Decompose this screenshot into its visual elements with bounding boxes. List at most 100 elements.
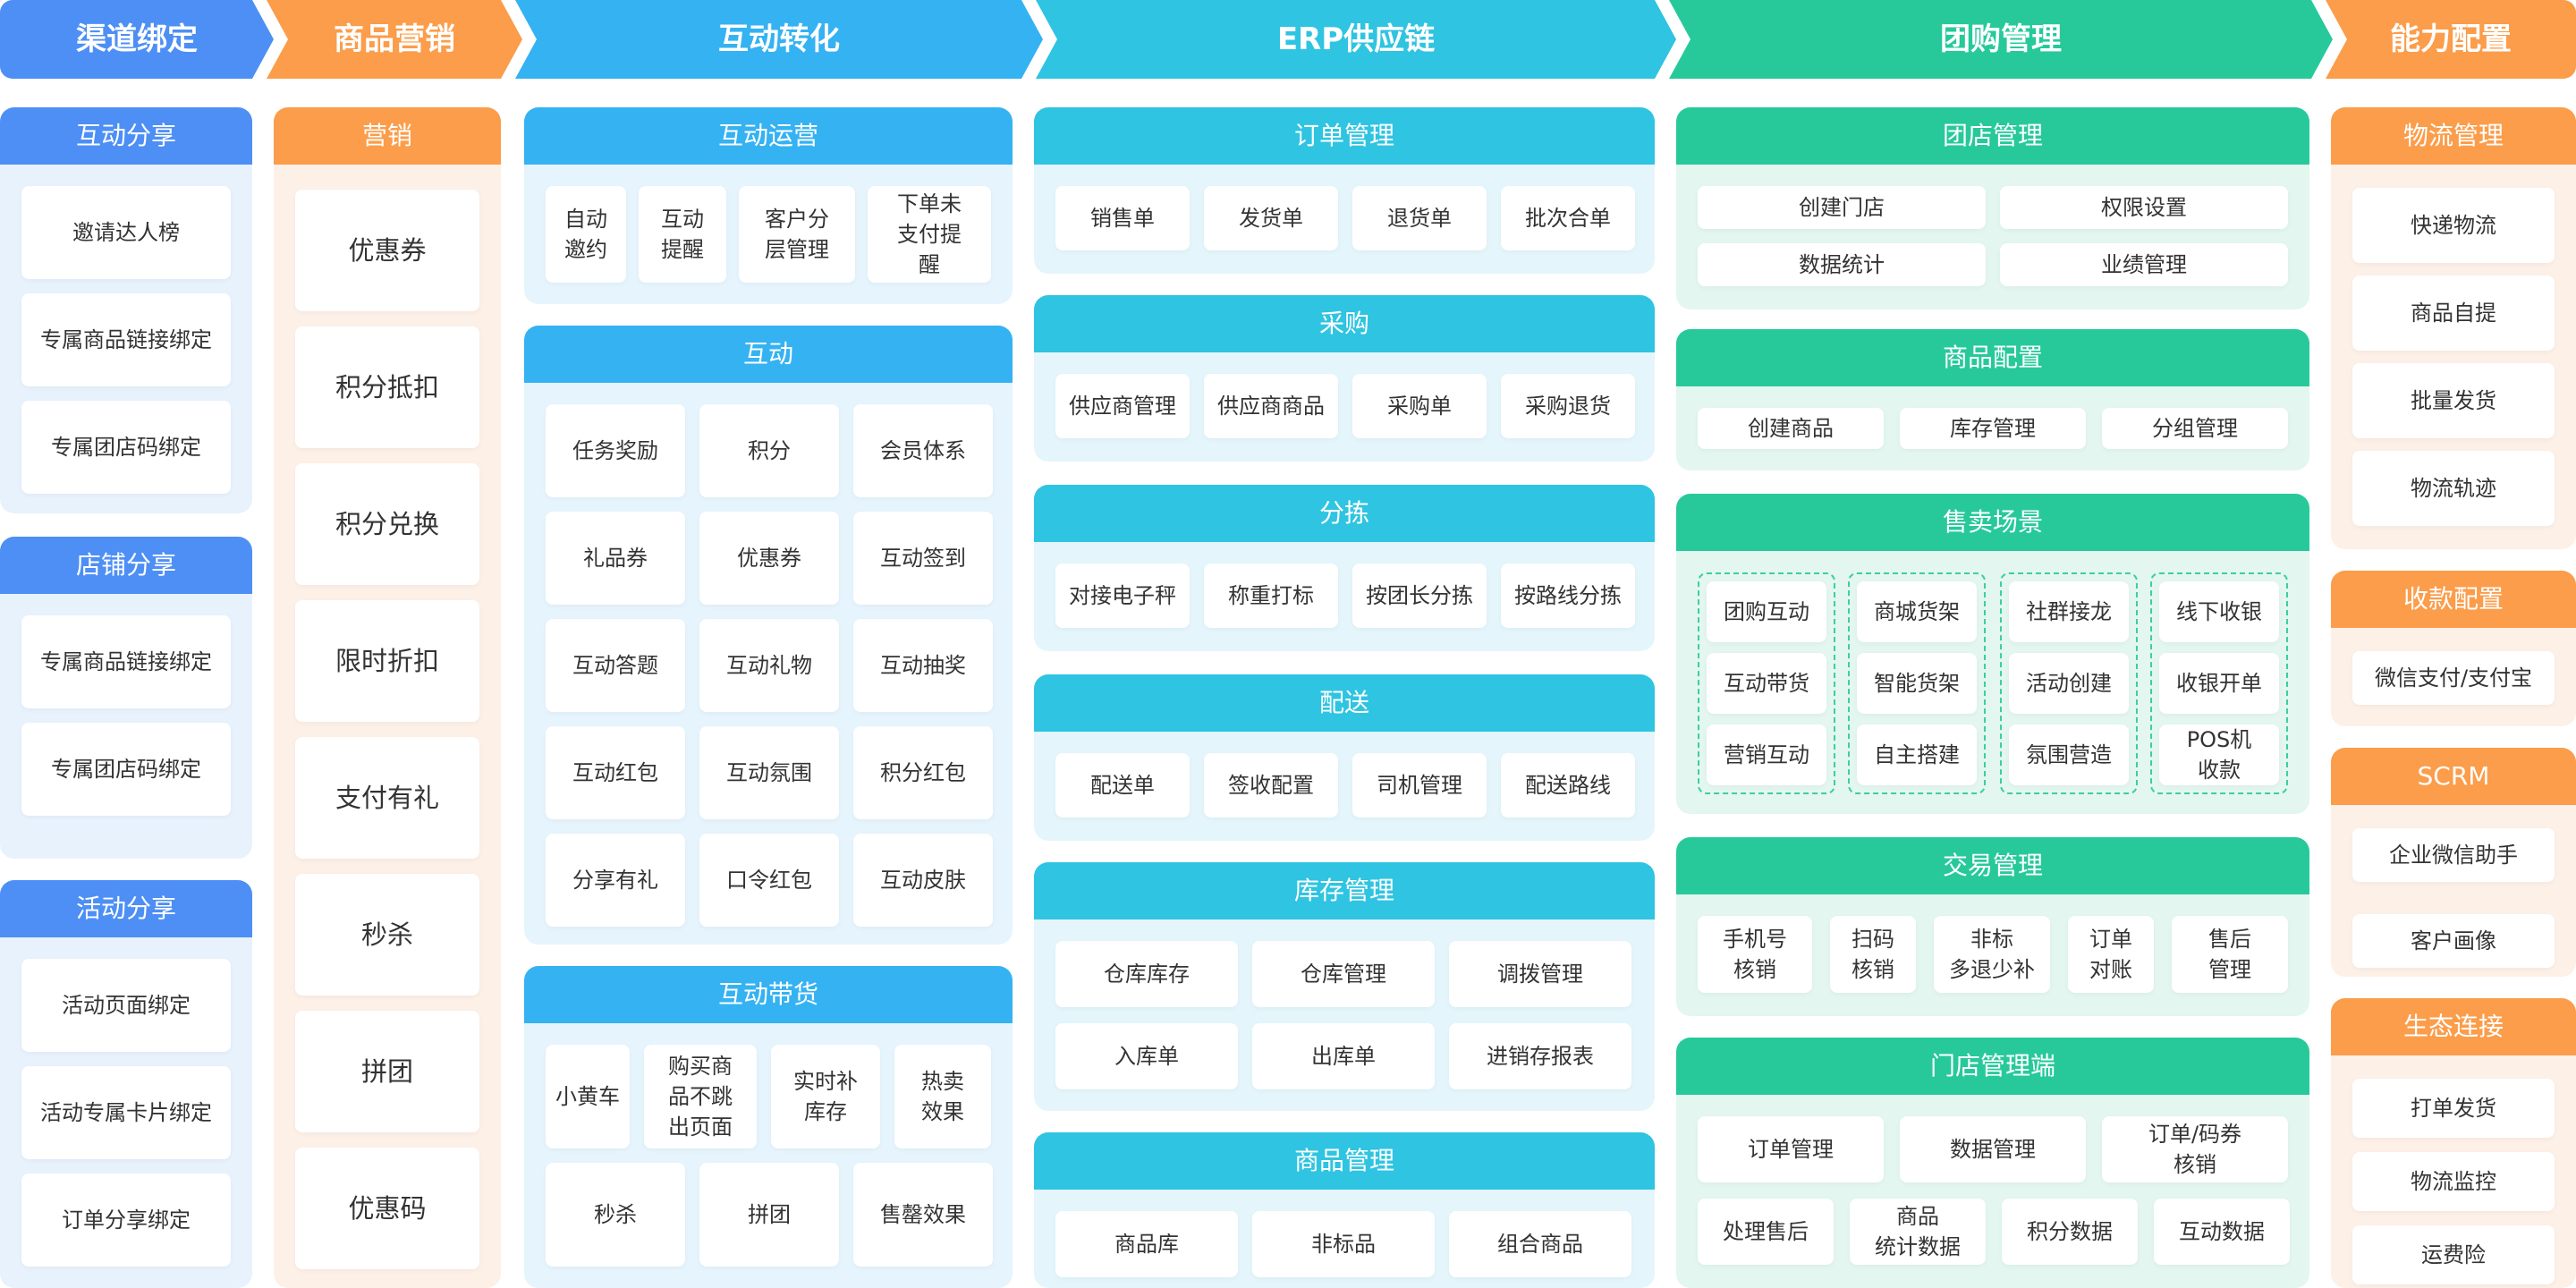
feature-tile[interactable]: 物流轨迹: [2352, 451, 2555, 526]
feature-tile[interactable]: 营销互动: [1707, 724, 1826, 785]
feature-tile[interactable]: 优惠码: [295, 1148, 479, 1269]
feature-tile[interactable]: 线下收银: [2159, 581, 2279, 642]
feature-tile[interactable]: 出库单: [1252, 1023, 1435, 1089]
feature-tile[interactable]: 售后 管理: [2172, 916, 2288, 993]
feature-tile[interactable]: POS机 收款: [2159, 724, 2279, 785]
feature-tile[interactable]: 供应商商品: [1204, 374, 1338, 438]
feature-tile[interactable]: 入库单: [1055, 1023, 1238, 1089]
feature-tile[interactable]: 支付有礼: [295, 737, 479, 859]
feature-tile[interactable]: 采购退货: [1501, 374, 1635, 438]
feature-tile[interactable]: 微信支付/支付宝: [2352, 651, 2555, 705]
feature-tile[interactable]: 互动红包: [546, 726, 685, 819]
feature-tile[interactable]: 积分数据: [2002, 1199, 2138, 1265]
feature-tile[interactable]: 创建门店: [1698, 186, 1986, 229]
feature-tile[interactable]: 秒杀: [546, 1163, 685, 1267]
feature-tile[interactable]: 权限设置: [2000, 186, 2288, 229]
feature-tile[interactable]: 签收配置: [1204, 753, 1338, 818]
feature-tile[interactable]: 邀请达人榜: [21, 186, 231, 279]
feature-tile[interactable]: 互动签到: [853, 512, 993, 605]
feature-tile[interactable]: 互动数据: [2154, 1199, 2290, 1265]
feature-tile[interactable]: 优惠券: [295, 190, 479, 311]
feature-tile[interactable]: 订单/码券 核销: [2102, 1116, 2288, 1182]
feature-tile[interactable]: 进销存报表: [1449, 1023, 1631, 1089]
feature-tile[interactable]: 调拨管理: [1449, 941, 1631, 1007]
feature-tile[interactable]: 企业微信助手: [2352, 828, 2555, 882]
feature-tile[interactable]: 优惠券: [699, 512, 839, 605]
feature-tile[interactable]: 活动专属卡片绑定: [21, 1066, 231, 1159]
feature-tile[interactable]: 团购互动: [1707, 581, 1826, 642]
feature-tile[interactable]: 专属团店码绑定: [21, 401, 231, 494]
feature-tile[interactable]: 订单管理: [1698, 1116, 1884, 1182]
feature-tile[interactable]: 快递物流: [2352, 188, 2555, 263]
feature-tile[interactable]: 客户画像: [2352, 914, 2555, 968]
feature-tile[interactable]: 社群接龙: [2009, 581, 2129, 642]
feature-tile[interactable]: 拼团: [295, 1011, 479, 1132]
feature-tile[interactable]: 非标品: [1252, 1211, 1435, 1277]
feature-tile[interactable]: 仓库库存: [1055, 941, 1238, 1007]
feature-tile[interactable]: 活动页面绑定: [21, 959, 231, 1052]
feature-tile[interactable]: 仓库管理: [1252, 941, 1435, 1007]
feature-tile[interactable]: 商城货架: [1857, 581, 1977, 642]
feature-tile[interactable]: 专属商品链接绑定: [21, 615, 231, 708]
feature-tile[interactable]: 按路线分拣: [1501, 564, 1635, 628]
feature-tile[interactable]: 收银开单: [2159, 653, 2279, 714]
feature-tile[interactable]: 互动带货: [1707, 653, 1826, 714]
feature-tile[interactable]: 礼品券: [546, 512, 685, 605]
feature-tile[interactable]: 积分抵扣: [295, 326, 479, 448]
feature-tile[interactable]: 会员体系: [853, 404, 993, 497]
feature-tile[interactable]: 互动 提醒: [639, 186, 726, 283]
feature-tile[interactable]: 手机号 核销: [1698, 916, 1812, 993]
feature-tile[interactable]: 积分: [699, 404, 839, 497]
feature-tile[interactable]: 配送单: [1055, 753, 1190, 818]
feature-tile[interactable]: 称重打标: [1204, 564, 1338, 628]
feature-tile[interactable]: 积分兑换: [295, 463, 479, 585]
feature-tile[interactable]: 业绩管理: [2000, 243, 2288, 286]
feature-tile[interactable]: 商品自提: [2352, 275, 2555, 351]
feature-tile[interactable]: 库存管理: [1900, 408, 2086, 449]
feature-tile[interactable]: 数据统计: [1698, 243, 1986, 286]
feature-tile[interactable]: 任务奖励: [546, 404, 685, 497]
feature-tile[interactable]: 热卖 效果: [894, 1045, 991, 1148]
feature-tile[interactable]: 实时补 库存: [771, 1045, 880, 1148]
feature-tile[interactable]: 秒杀: [295, 874, 479, 996]
feature-tile[interactable]: 互动答题: [546, 619, 685, 712]
feature-tile[interactable]: 配送路线: [1501, 753, 1635, 818]
feature-tile[interactable]: 物流监控: [2352, 1152, 2555, 1211]
feature-tile[interactable]: 小黄车: [546, 1045, 630, 1148]
feature-tile[interactable]: 互动氛围: [699, 726, 839, 819]
feature-tile[interactable]: 发货单: [1204, 186, 1338, 250]
feature-tile[interactable]: 打单发货: [2352, 1079, 2555, 1138]
feature-tile[interactable]: 自动 邀约: [546, 186, 626, 283]
feature-tile[interactable]: 数据管理: [1900, 1116, 2086, 1182]
feature-tile[interactable]: 智能货架: [1857, 653, 1977, 714]
feature-tile[interactable]: 氛围营造: [2009, 724, 2129, 785]
feature-tile[interactable]: 互动抽奖: [853, 619, 993, 712]
feature-tile[interactable]: 对接电子秤: [1055, 564, 1190, 628]
feature-tile[interactable]: 商品 统计数据: [1850, 1199, 1986, 1265]
feature-tile[interactable]: 分组管理: [2102, 408, 2288, 449]
feature-tile[interactable]: 批量发货: [2352, 363, 2555, 438]
feature-tile[interactable]: 售罄效果: [853, 1163, 993, 1267]
feature-tile[interactable]: 分享有礼: [546, 834, 685, 927]
feature-tile[interactable]: 互动礼物: [699, 619, 839, 712]
feature-tile[interactable]: 拼团: [699, 1163, 839, 1267]
feature-tile[interactable]: 创建商品: [1698, 408, 1884, 449]
feature-tile[interactable]: 互动皮肤: [853, 834, 993, 927]
feature-tile[interactable]: 组合商品: [1449, 1211, 1631, 1277]
feature-tile[interactable]: 活动创建: [2009, 653, 2129, 714]
feature-tile[interactable]: 扫码 核销: [1830, 916, 1916, 993]
feature-tile[interactable]: 商品库: [1055, 1211, 1238, 1277]
feature-tile[interactable]: 专属商品链接绑定: [21, 293, 231, 386]
feature-tile[interactable]: 购买商 品不跳 出页面: [644, 1045, 757, 1148]
feature-tile[interactable]: 下单未 支付提 醒: [868, 186, 991, 283]
feature-tile[interactable]: 订单分享绑定: [21, 1174, 231, 1267]
feature-tile[interactable]: 口令红包: [699, 834, 839, 927]
feature-tile[interactable]: 订单 对账: [2068, 916, 2154, 993]
feature-tile[interactable]: 限时折扣: [295, 600, 479, 722]
feature-tile[interactable]: 批次合单: [1501, 186, 1635, 250]
feature-tile[interactable]: 运费险: [2352, 1225, 2555, 1284]
feature-tile[interactable]: 司机管理: [1352, 753, 1487, 818]
feature-tile[interactable]: 专属团店码绑定: [21, 723, 231, 816]
feature-tile[interactable]: 自主搭建: [1857, 724, 1977, 785]
feature-tile[interactable]: 供应商管理: [1055, 374, 1190, 438]
